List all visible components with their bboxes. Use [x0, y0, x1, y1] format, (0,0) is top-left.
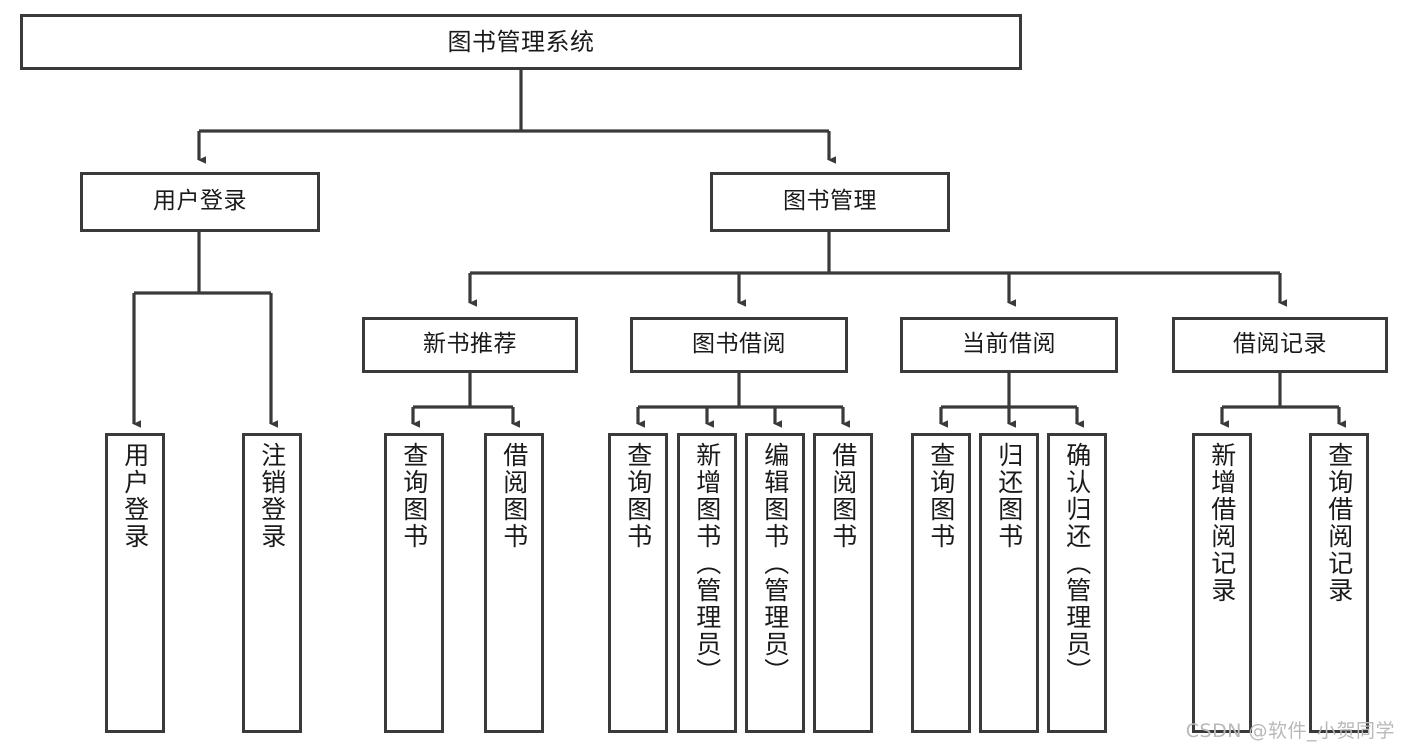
leaf-confirm-return-admin[interactable]: 确认归还（管理员） [1047, 433, 1107, 733]
leaf-user-login[interactable]: 用户登录 [105, 433, 165, 733]
node-label: 新书推荐 [423, 331, 517, 358]
node-current-borrow[interactable]: 当前借阅 [900, 317, 1118, 373]
leaf-borrow-book[interactable]: 借阅图书 [813, 433, 873, 733]
node-label: 借阅图书 [499, 442, 529, 550]
leaf-query-book-borrow[interactable]: 查询图书 [608, 433, 668, 733]
node-book-management[interactable]: 图书管理 [710, 172, 950, 232]
node-label: 新增图书（管理员） [692, 442, 722, 685]
node-label: 查询图书 [623, 442, 653, 550]
node-borrow-record[interactable]: 借阅记录 [1172, 317, 1388, 373]
node-label: 当前借阅 [962, 331, 1056, 358]
node-new-book-recommend[interactable]: 新书推荐 [362, 317, 578, 373]
node-label: 图书管理系统 [447, 27, 595, 56]
leaf-edit-book-admin[interactable]: 编辑图书（管理员） [745, 433, 805, 733]
leaf-query-borrow-record[interactable]: 查询借阅记录 [1309, 433, 1369, 733]
node-label: 编辑图书（管理员） [760, 442, 790, 685]
node-label: 查询借阅记录 [1324, 442, 1354, 604]
node-label: 查询图书 [926, 442, 956, 550]
leaf-query-book-new[interactable]: 查询图书 [384, 433, 444, 733]
node-label: 借阅图书 [828, 442, 858, 550]
watermark-text: CSDN @软件_小贺同学 [1185, 720, 1395, 742]
leaf-add-borrow-record[interactable]: 新增借阅记录 [1192, 433, 1252, 733]
leaf-borrow-book-new[interactable]: 借阅图书 [484, 433, 544, 733]
leaf-query-book-current[interactable]: 查询图书 [911, 433, 971, 733]
leaf-add-book-admin[interactable]: 新增图书（管理员） [677, 433, 737, 733]
node-label: 确认归还（管理员） [1062, 442, 1092, 685]
node-label: 图书借阅 [692, 331, 786, 358]
node-user-login[interactable]: 用户登录 [80, 172, 320, 232]
node-label: 借阅记录 [1233, 331, 1327, 358]
node-root-system[interactable]: 图书管理系统 [20, 14, 1022, 70]
leaf-return-book[interactable]: 归还图书 [979, 433, 1039, 733]
node-label: 新增借阅记录 [1207, 442, 1237, 604]
node-label: 用户登录 [120, 442, 150, 550]
node-label: 注销登录 [257, 442, 287, 550]
node-book-borrow[interactable]: 图书借阅 [630, 317, 848, 373]
node-label: 图书管理 [783, 188, 877, 215]
node-label: 归还图书 [994, 442, 1024, 550]
node-label: 用户登录 [153, 188, 247, 215]
node-label: 查询图书 [399, 442, 429, 550]
leaf-logout[interactable]: 注销登录 [242, 433, 302, 733]
